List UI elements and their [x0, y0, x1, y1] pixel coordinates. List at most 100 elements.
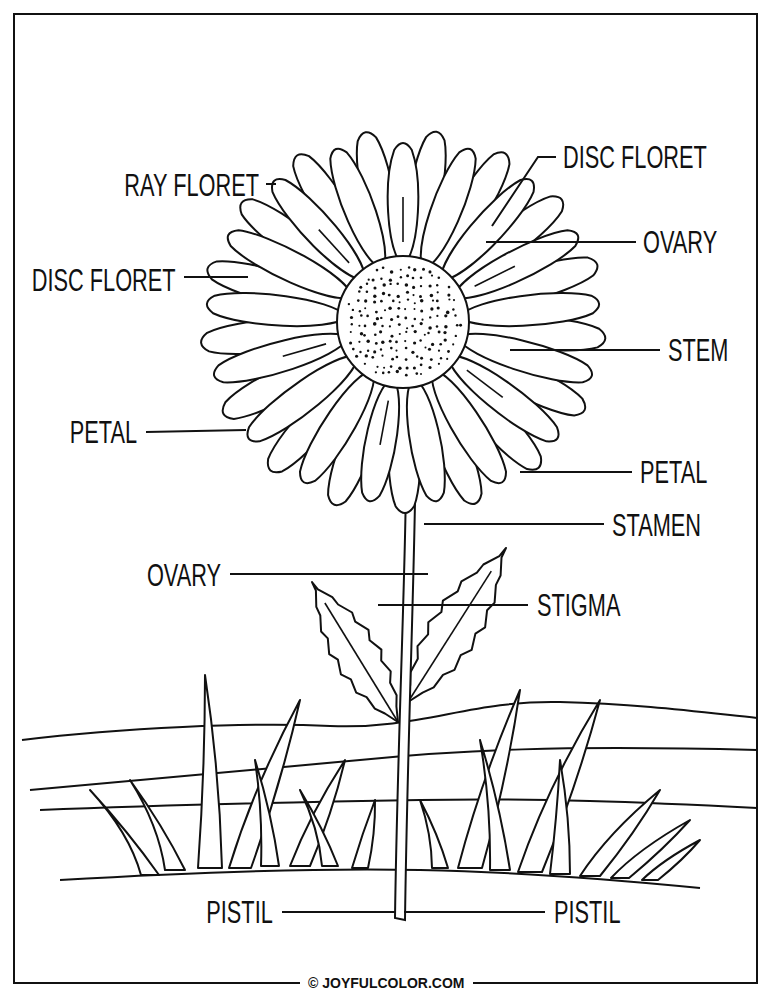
- petal-crease: [319, 230, 349, 263]
- disc-dot: [438, 330, 441, 333]
- disc-dot: [373, 350, 376, 353]
- disc-dot: [373, 286, 376, 289]
- hills: [22, 702, 757, 888]
- petal: [388, 143, 419, 267]
- disc-dot: [364, 363, 366, 365]
- disc-dot: [374, 333, 377, 336]
- disc-dot: [414, 318, 417, 321]
- disc-dot: [358, 325, 360, 327]
- grass-blade: [198, 675, 222, 868]
- disc-dot: [400, 276, 402, 278]
- disc-dot: [424, 334, 426, 336]
- disc-dot: [382, 266, 385, 269]
- disc-dot: [412, 294, 414, 296]
- disc-dot: [372, 278, 375, 281]
- petals-back: [199, 129, 606, 513]
- leaf: [408, 548, 506, 702]
- part-label: OVARY: [643, 226, 717, 258]
- disc-dot: [431, 275, 433, 277]
- disc-dot: [405, 374, 408, 377]
- disc-dot: [381, 325, 384, 328]
- disc-dot: [405, 331, 407, 333]
- disc-dot: [398, 323, 401, 326]
- disc-dot: [415, 372, 418, 375]
- disc-dot: [379, 330, 382, 333]
- disc-dot: [414, 308, 416, 310]
- disc-dot: [454, 314, 456, 316]
- disc-dot: [438, 350, 440, 352]
- disc-dot: [396, 356, 399, 359]
- disc-dot: [359, 351, 361, 353]
- disc-dot: [405, 358, 408, 361]
- disc-dot: [421, 319, 423, 321]
- disc-dot: [366, 339, 369, 342]
- disc-dot: [358, 290, 361, 293]
- disc-dot: [390, 365, 393, 368]
- disc-dot: [419, 295, 422, 298]
- disc-dot: [452, 308, 454, 310]
- disc-dot: [371, 356, 374, 359]
- disc-dot: [358, 341, 360, 343]
- disc-dot: [359, 286, 362, 289]
- leader-lines: [146, 157, 660, 912]
- disc-dot: [438, 276, 441, 279]
- disc-dot: [414, 330, 417, 333]
- disc-dot: [420, 276, 423, 279]
- disc-dot: [376, 317, 379, 320]
- disc-dot: [443, 331, 446, 334]
- disc-dot: [430, 294, 434, 298]
- disc-dot: [349, 341, 352, 344]
- disc-dot: [388, 371, 391, 374]
- disc-dot: [428, 326, 432, 330]
- disc-dot: [364, 325, 367, 328]
- disc-dot: [395, 341, 398, 344]
- disc-dot: [375, 371, 377, 373]
- disc-dot: [420, 357, 423, 360]
- disc-dot: [416, 355, 418, 357]
- disc-dot: [391, 358, 394, 361]
- disc-dot: [397, 315, 400, 318]
- disc-dot: [447, 294, 450, 297]
- disc-dot: [455, 335, 457, 337]
- disc-dot: [420, 363, 423, 366]
- petal: [210, 322, 354, 390]
- flower-disc: [337, 256, 469, 388]
- disc-dot: [436, 284, 438, 286]
- disc-dot: [428, 270, 431, 273]
- disc-dot: [420, 373, 422, 375]
- disc-dot: [420, 322, 423, 325]
- petal-shape: [456, 289, 600, 332]
- disc-dot: [453, 299, 455, 301]
- disc-dot: [391, 335, 394, 338]
- part-label: PETAL: [70, 416, 137, 448]
- disc-dot: [400, 269, 402, 271]
- disc-dot: [408, 266, 411, 269]
- disc-dot: [413, 366, 416, 369]
- disc-dot: [430, 358, 433, 361]
- disc-dot: [389, 325, 391, 327]
- disc-dot: [436, 315, 438, 317]
- disc-dot: [390, 270, 394, 274]
- disc-dot: [355, 355, 358, 358]
- disc-dot: [448, 298, 450, 300]
- disc-dot: [381, 355, 383, 357]
- disc-dot: [397, 295, 400, 298]
- disc-dot: [405, 347, 408, 350]
- disc-dot: [380, 300, 383, 303]
- grass-blade: [229, 700, 300, 868]
- disc-dot: [389, 340, 392, 343]
- disc-dot: [414, 302, 416, 304]
- disc-dot: [447, 350, 450, 353]
- disc-dot: [446, 358, 448, 360]
- disc-dot: [420, 310, 423, 313]
- disc-dot: [390, 318, 393, 321]
- disc-dot: [397, 307, 400, 310]
- disc-dot: [399, 301, 401, 303]
- disc-dot: [399, 333, 401, 335]
- petal-crease: [380, 401, 388, 445]
- disc-dot: [419, 339, 421, 341]
- disc-dot: [438, 363, 440, 365]
- disc-dot: [440, 357, 442, 359]
- grass-blade: [290, 760, 345, 866]
- disc-dot: [424, 347, 426, 349]
